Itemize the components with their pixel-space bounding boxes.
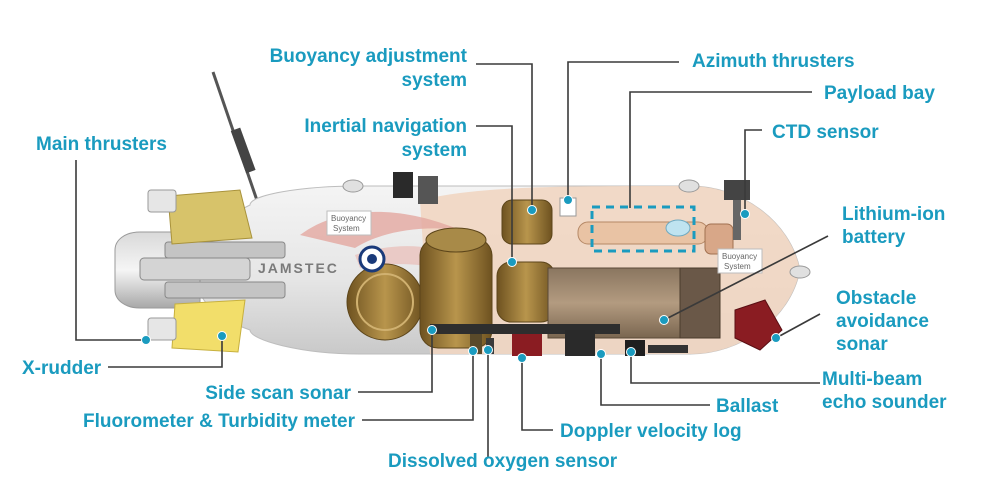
leader-dots (141, 195, 781, 363)
antenna-mast (211, 71, 264, 216)
dot-obstacle (771, 333, 781, 343)
payload-internals (577, 205, 734, 255)
buoyancy-tag-1-line-1: Buoyancy (331, 214, 366, 223)
leader-payload (629, 91, 812, 208)
dot-ballast (596, 349, 606, 359)
dot-multibeam (626, 347, 636, 357)
hull-brand-text: JAMSTEC (258, 260, 339, 276)
dot-doppler (517, 353, 527, 363)
label-multibeam-line-1: Multi-beam (822, 369, 922, 390)
leader-inertial (476, 125, 513, 262)
label-fluorometer: Fluorometer & Turbidity meter (83, 411, 356, 432)
label-buoyancy-line-1: Buoyancy adjustment (270, 46, 468, 67)
dot-dissolved (483, 345, 493, 355)
leader-lithium (663, 235, 829, 321)
label-obstacle-line-1: Obstacle (836, 288, 916, 309)
leader-x-rudder (108, 336, 223, 368)
dot-lithium (659, 315, 669, 325)
label-buoyancy-line-2: system (402, 70, 468, 91)
dot-ctd (740, 209, 750, 219)
leader-main-thrusters (75, 160, 146, 341)
buoyancy-tag-1 (326, 210, 372, 236)
jamstec-emblem (358, 245, 386, 273)
label-ctd: CTD sensor (772, 122, 879, 143)
leader-side-scan (358, 330, 433, 393)
dot-x-rudder (217, 331, 227, 341)
leader-ballast (600, 354, 710, 406)
label-obstacle-line-2: avoidance (836, 311, 929, 332)
leader-fluorometer (362, 351, 474, 421)
label-dissolved: Dissolved oxygen sensor (388, 451, 618, 472)
brass-tanks (419, 199, 556, 349)
label-main-thrusters: Main thrusters (36, 134, 167, 155)
dot-buoyancy (527, 205, 537, 215)
leader-multibeam (630, 352, 820, 384)
label-doppler: Doppler velocity log (560, 421, 742, 442)
leader-doppler (521, 358, 553, 431)
leader-lines (75, 61, 829, 458)
lifting-eyes (342, 179, 811, 279)
label-side-scan: Side scan sonar (205, 383, 351, 404)
label-azimuth: Azimuth thrusters (692, 51, 855, 72)
leader-obstacle (775, 313, 821, 339)
label-ballast: Ballast (716, 396, 779, 417)
label-lithium-line-1: Lithium-ion (842, 204, 945, 225)
leader-ctd (744, 129, 762, 212)
label-obstacle-line-3: sonar (836, 334, 888, 355)
buoyancy-tag-2-line-2: System (724, 262, 751, 271)
tail-section (114, 189, 286, 353)
buoyancy-tag-2 (717, 248, 763, 274)
label-multibeam-line-2: echo sounder (822, 392, 947, 413)
dot-azimuth (563, 195, 573, 205)
labels: Main thrusters X-rudder Buoyancy adjustm… (22, 46, 947, 472)
label-x-rudder: X-rudder (22, 358, 102, 379)
pressure-sphere (346, 263, 424, 341)
dot-fluorometer (468, 346, 478, 356)
leader-buoyancy (476, 63, 533, 209)
obstacle-sonar (734, 299, 783, 351)
dot-inertial (507, 257, 517, 267)
label-lithium-line-2: battery (842, 227, 906, 248)
label-payload: Payload bay (824, 83, 935, 104)
label-inertial-line-2: system (402, 140, 468, 161)
label-inertial-line-1: Inertial navigation (304, 116, 467, 137)
buoyancy-tag-1-line-2: System (333, 224, 360, 233)
dot-main-thrusters (141, 335, 151, 345)
leader-azimuth (567, 61, 679, 198)
buoyancy-tag-2-line-1: Buoyancy (722, 252, 757, 261)
dot-side-scan (427, 325, 437, 335)
